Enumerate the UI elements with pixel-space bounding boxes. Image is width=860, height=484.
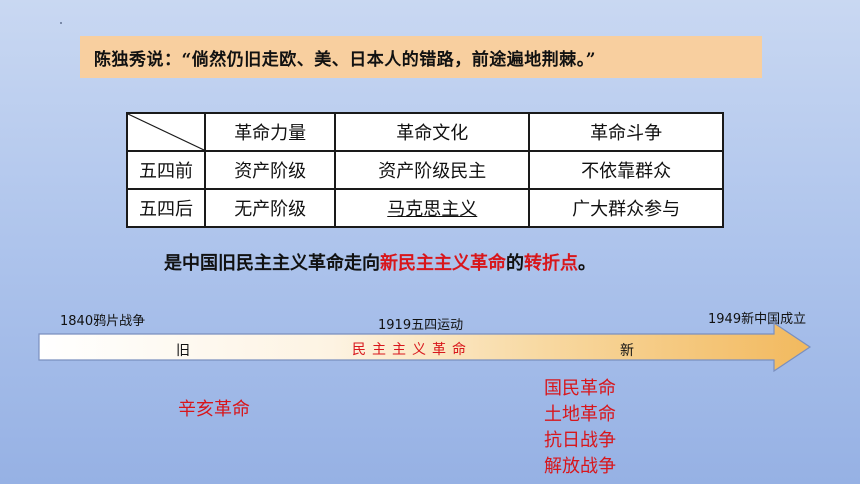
cell-before-struggle: 不依靠群众	[528, 150, 724, 190]
list-item: 解放战争	[544, 456, 616, 477]
comparison-table: 革命力量 革命文化 革命斗争 五四前 资产阶级 资产阶级民主 不依靠群众 五四后…	[126, 112, 724, 228]
list-item: 抗日战争	[544, 430, 616, 451]
timeline-end-label: 1949新中国成立	[708, 312, 807, 327]
quote-text: 陈独秀说：“倘然仍旧走欧、美、日本人的错路，前途遍地荆棘。”	[94, 49, 597, 70]
row-label-before: 五四前	[126, 150, 206, 190]
cell-before-force: 资产阶级	[203, 150, 337, 190]
segment-new-label: 新	[620, 343, 634, 359]
timeline-mid-label: 1919五四运动	[378, 318, 464, 333]
xinhai-revolution-label: 辛亥革命	[178, 399, 250, 420]
row-label-after: 五四后	[126, 188, 206, 228]
cell-after-culture-text: 马克思主义	[387, 199, 478, 220]
cell-after-struggle: 广大群众参与	[528, 188, 724, 228]
quote-box: 陈独秀说：“倘然仍旧走欧、美、日本人的错路，前途遍地荆棘。”	[80, 36, 762, 78]
diagonal-line	[128, 114, 204, 150]
cell-after-force: 无产阶级	[203, 188, 337, 228]
cell-before-culture: 资产阶级民主	[334, 150, 531, 190]
sentence-highlight-turning-point: 转折点	[524, 253, 578, 274]
sentence-part2: 的	[506, 253, 524, 274]
timeline-arrow	[38, 322, 812, 372]
sentence-end: 。	[578, 253, 596, 274]
header-struggle: 革命斗争	[528, 112, 724, 152]
table-row: 五四前 资产阶级 资产阶级民主 不依靠群众	[126, 150, 724, 190]
list-item: 国民革命	[544, 378, 616, 399]
sentence-part1: 是中国旧民主主义革命走向	[164, 253, 380, 274]
segment-old-label: 旧	[176, 343, 190, 359]
decor-dot	[60, 22, 62, 24]
timeline-start-label: 1840鸦片战争	[60, 314, 146, 329]
table-corner-cell	[126, 112, 206, 152]
list-item: 土地革命	[544, 404, 616, 425]
turning-point-sentence: 是中国旧民主主义革命走向新民主主义革命的转折点。	[164, 249, 596, 275]
table-row: 五四后 无产阶级 马克思主义 广大群众参与	[126, 188, 724, 228]
table-header-row: 革命力量 革命文化 革命斗争	[126, 112, 724, 152]
segment-democratic-revolution-label: 民主主义革命	[352, 342, 472, 358]
header-force: 革命力量	[203, 112, 337, 152]
new-revolution-list: 国民革命 土地革命 抗日战争 解放战争	[544, 376, 616, 480]
sentence-highlight-new-democratic: 新民主主义革命	[380, 253, 506, 274]
cell-after-culture: 马克思主义	[334, 188, 531, 228]
header-culture: 革命文化	[334, 112, 531, 152]
